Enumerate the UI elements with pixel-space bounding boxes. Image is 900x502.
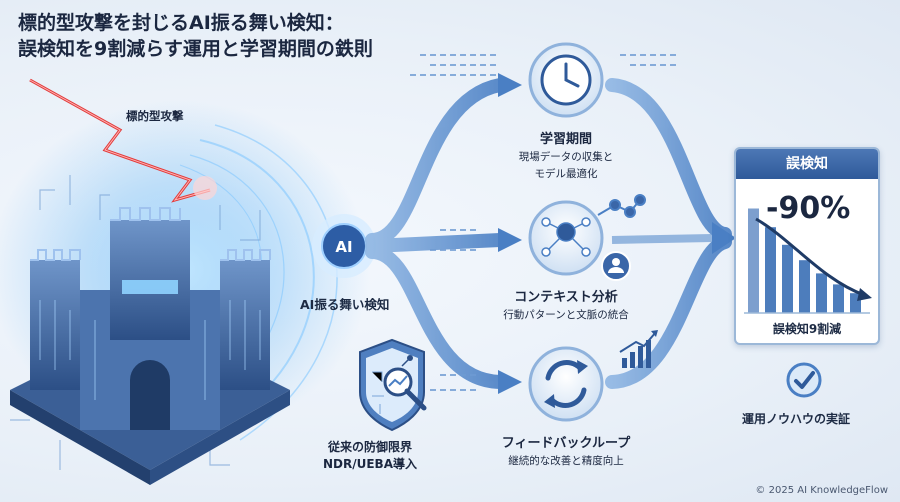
fp-panel-header: 誤検知 (736, 149, 878, 179)
stage-context-title: コンテキスト分析 (514, 290, 618, 305)
legacy-line1: 従来の防御限界 (327, 440, 412, 454)
growth-chart-icon (619, 330, 658, 368)
stage-feedback (528, 346, 604, 422)
fp-trend-curve (755, 217, 865, 297)
fp-bar (765, 227, 776, 313)
stage-context-sub1: 行動パターンと文脈の統合 (503, 309, 629, 321)
legacy-circuit-lines (372, 371, 384, 414)
stage-learning-title: 学習期間 (539, 132, 592, 147)
fp-bar (799, 260, 810, 313)
flow-arrow-mid (611, 234, 713, 244)
legacy-label: 従来の防御限界 NDR/UEBA導入 (310, 438, 430, 472)
fp-panel-footer: 誤検知9割減 (772, 322, 842, 336)
page-title: 標的型攻撃を封じるAI振る舞い検知： 誤検知を9割減らす運用と学習期間の鉄則 (18, 10, 373, 62)
stage-learning-sub1: 現場データの収集と (518, 151, 614, 163)
fp-panel-value: -90% (766, 191, 851, 226)
stage-feedback-title: フィードバックループ (501, 436, 631, 451)
attack-impact (193, 176, 217, 200)
stage-clock (528, 42, 604, 118)
fp-bar (748, 208, 759, 313)
fp-trend-arrowhead (857, 288, 872, 301)
false-positive-panel: 誤検知 -90% 誤検知9割減 (734, 147, 880, 345)
stage-feedback-sub1: 継続的な改善と精度向上 (508, 455, 624, 467)
page-title-line2: 誤検知を9割減らす運用と学習期間の鉄則 (18, 38, 373, 60)
stage-feedback-label: フィードバックループ 継続的な改善と精度向上 (476, 432, 656, 468)
page-title-line1: 標的型攻撃を封じるAI振る舞い検知： (18, 12, 344, 34)
fp-bar (782, 244, 793, 313)
stage-context-label: コンテキスト分析 行動パターンと文脈の統合 (476, 286, 656, 322)
stage-learning-label: 学習期間 現場データの収集と モデル最適化 (486, 128, 646, 181)
fp-bar (816, 273, 827, 313)
legacy-line2: NDR/UEBA導入 (322, 457, 417, 471)
stage-learning-sub2: モデル最適化 (534, 168, 598, 180)
know-how-label: 運用ノウハウの実証 (742, 412, 851, 426)
data-streams (410, 54, 680, 391)
molecule-icon (597, 194, 646, 218)
stage-context (528, 194, 646, 281)
legacy-shield-icon (359, 338, 427, 432)
fp-panel-chart (744, 208, 872, 314)
ai-badge: AI (335, 238, 352, 256)
flow-arrowheads (498, 73, 736, 394)
network-user-icon (541, 217, 591, 257)
attack-label: 標的型攻撃 (126, 109, 184, 123)
copyright: © 2025 AI KnowledgeFlow (755, 485, 888, 496)
attack-bolt-core (29, 79, 211, 201)
castle-icon (10, 207, 290, 485)
ai-center-label: AI振る舞い検知 (300, 297, 390, 312)
refresh-icon (545, 360, 587, 408)
check-badge-icon (786, 362, 822, 398)
fp-bar (850, 293, 861, 313)
fp-bar (833, 284, 844, 313)
